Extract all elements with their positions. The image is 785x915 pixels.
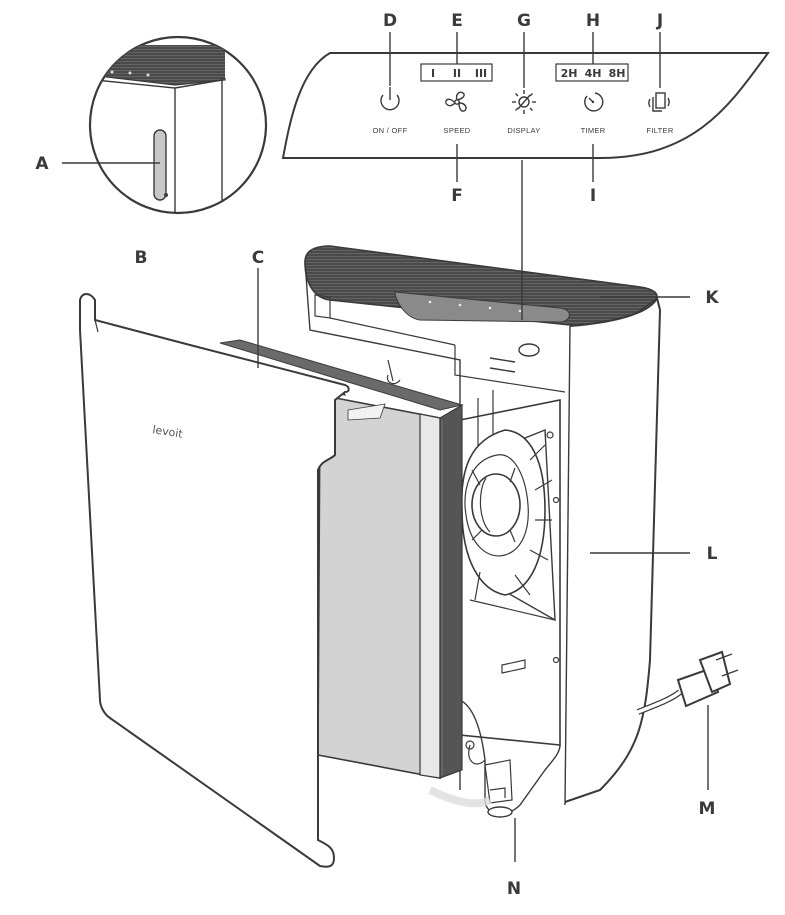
zoom-detail-circle [88,35,268,215]
callout-d: D [383,11,397,31]
speed-label: SPEED [444,126,471,135]
callout-k: K [705,288,719,308]
display-sun-icon[interactable] [512,90,536,114]
callout-i: I [590,186,596,206]
callout-j: J [656,11,663,31]
callout-n: N [507,879,521,899]
fan-impeller [460,428,560,622]
callout-b: B [135,248,148,268]
control-panel: ON / OFF I II III SPEED [281,52,770,159]
on-off-label: ON / OFF [373,126,408,135]
speed-level-3: III [475,67,487,80]
callout-m: M [699,799,716,819]
brand-logo-text: levoit [152,423,185,441]
timer-options-indicator: 2H 4H 8H [555,63,629,82]
callout-g: G [517,11,531,31]
callout-l: L [707,544,718,564]
filter-label: FILTER [646,126,673,135]
callout-f: F [451,186,463,206]
callout-labels: A B C D E F G H I J K L M N [35,11,719,899]
callout-e: E [451,11,463,31]
callout-a: A [35,154,49,174]
front-cover: levoit [79,293,350,868]
leader-lines [62,32,709,862]
display-label: DISPLAY [507,126,540,135]
timer-label: TIMER [581,126,606,135]
purifier-body [304,245,662,818]
filter-check-icon[interactable] [648,92,670,112]
callout-h: H [586,11,600,31]
timer-option-8h: 8H [609,67,626,80]
power-cord-plug [636,650,739,715]
speed-level-indicator: I II III [420,63,493,82]
fan-icon[interactable] [445,91,467,112]
timer-option-4h: 4H [585,67,602,80]
timer-option-2h: 2H [561,67,578,80]
timer-icon[interactable] [584,92,604,112]
speed-level-2: II [453,67,461,80]
callout-c: C [252,248,264,268]
speed-level-1: I [431,67,435,80]
power-icon[interactable] [380,87,400,111]
